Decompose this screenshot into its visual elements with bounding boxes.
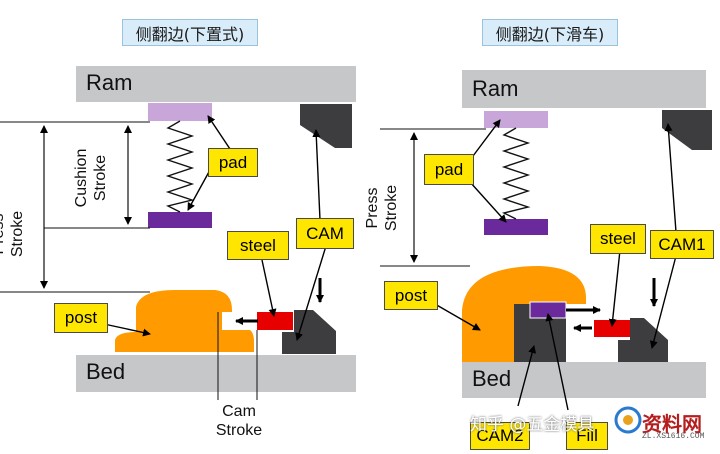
left-pad-top: [148, 103, 212, 121]
left-press-stroke-text: Press Stroke: [0, 201, 29, 267]
left-spring: [165, 120, 195, 213]
right-ram-label: Ram: [472, 76, 519, 101]
left-pad-label: pad: [208, 148, 258, 177]
right-pad-label: pad: [424, 154, 474, 185]
right-cam1-lower: [618, 318, 668, 362]
left-steel: [257, 312, 293, 330]
right-steel: [594, 320, 630, 337]
left-steel-label: steel: [227, 231, 289, 260]
left-cushion-stroke-text: Cushion Stroke: [72, 138, 112, 218]
right-pad-bottom: [484, 219, 548, 235]
right-press-stroke-line: Press Stroke: [364, 184, 400, 232]
left-post: [115, 290, 254, 352]
right-cam2-label: CAM2: [470, 422, 530, 450]
right-post: [462, 266, 586, 362]
left-cam-lower: [282, 310, 336, 354]
right-post-label: post: [384, 281, 438, 310]
left-cam-stroke-line: Cam Stroke: [215, 403, 263, 439]
watermark-text: 知乎 @五金模具: [470, 415, 595, 435]
left-bed-plate: [76, 355, 356, 392]
right-cam1-label: CAM1: [650, 230, 714, 259]
right-fill-label: Fill: [566, 422, 608, 450]
left-cam-stroke-text: Cam Stroke: [206, 402, 272, 440]
right-cam1-upper: [662, 110, 712, 150]
right-ram-plate: [462, 70, 706, 108]
left-bed-label: Bed: [86, 359, 126, 384]
logo-swirl: [614, 406, 642, 434]
left-ram-plate: [76, 66, 356, 102]
site-logo-text: 资料网: [642, 412, 702, 436]
right-bed-label: Bed: [472, 366, 512, 391]
right-title: 侧翻边(下滑车): [482, 19, 618, 46]
left-cam-upper: [300, 104, 352, 148]
left-post-label: post: [54, 303, 108, 333]
left-press-stroke-line: Press Stroke: [0, 210, 26, 258]
left-pad-bottom: [148, 212, 212, 228]
left-title: 侧翻边(下置式): [122, 19, 258, 46]
left-ram-label: Ram: [86, 70, 133, 95]
left-cam-label: CAM: [296, 218, 354, 249]
right-bed-plate: [462, 362, 706, 398]
site-logo-url: ZL.XS1616.COM: [642, 432, 705, 441]
right-pad-top: [484, 111, 548, 128]
left-cushion-stroke-line: Cushion Stroke: [73, 148, 109, 208]
right-steel-label: steel: [590, 224, 646, 254]
right-spring: [501, 127, 531, 220]
right-press-stroke-text: Press Stroke: [363, 175, 403, 241]
